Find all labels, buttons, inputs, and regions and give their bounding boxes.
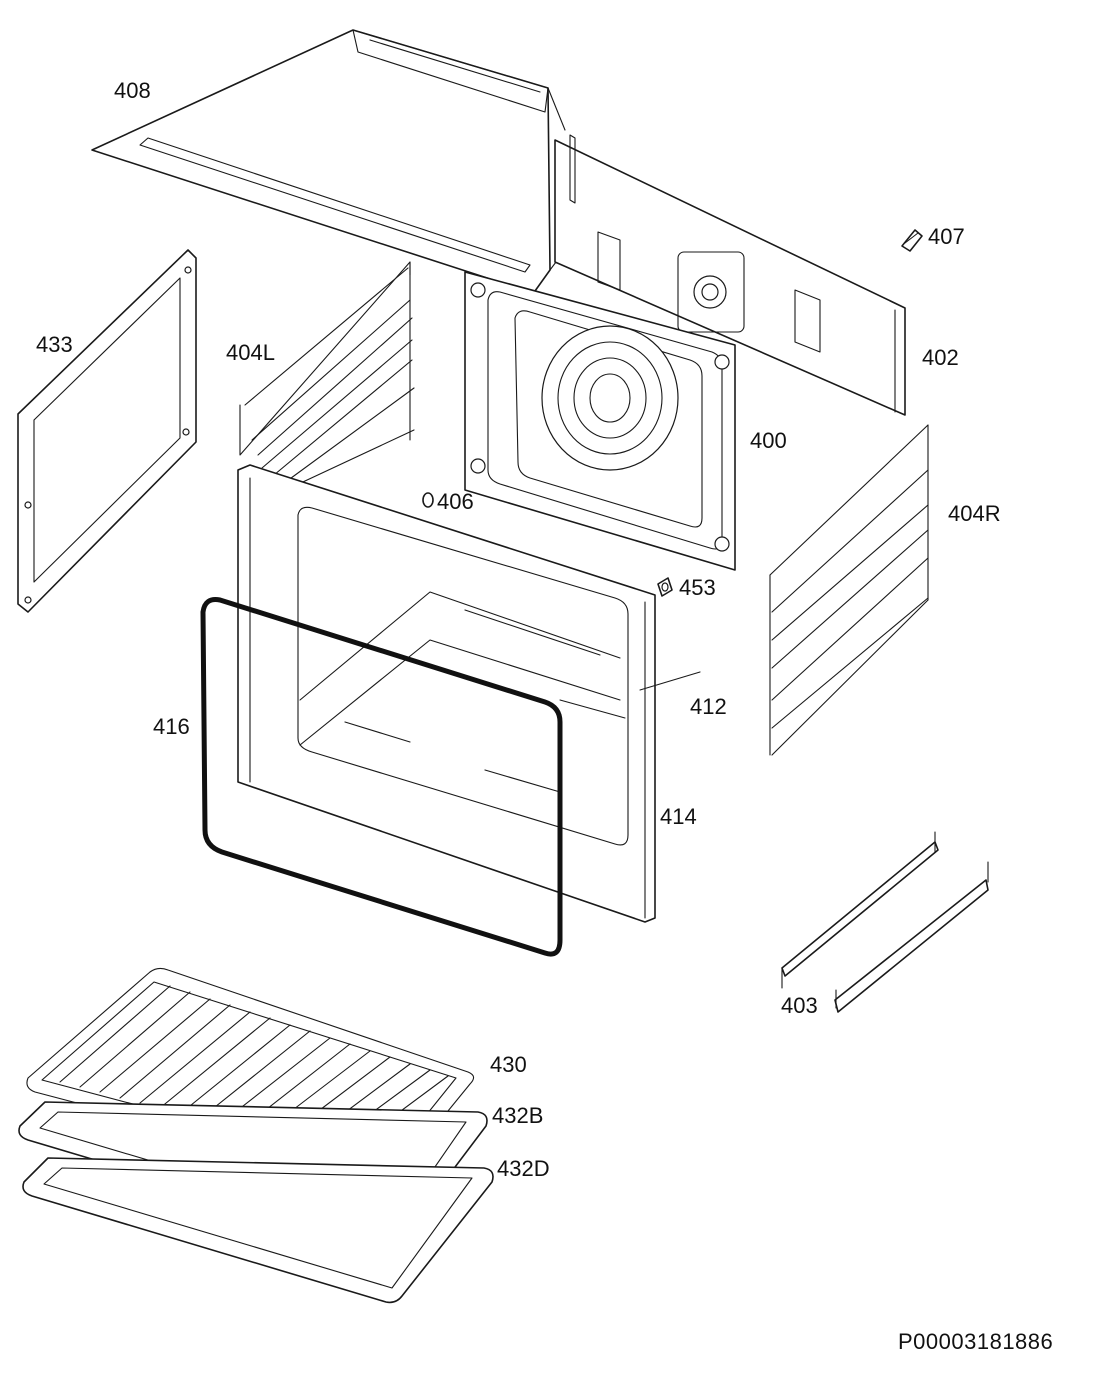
label-408: 408 bbox=[114, 78, 151, 103]
part-403-rails bbox=[781, 831, 989, 1013]
part-404R-right-runner bbox=[769, 424, 929, 756]
label-430: 430 bbox=[490, 1052, 527, 1077]
label-414: 414 bbox=[660, 804, 697, 829]
part-416-door-seal bbox=[200, 597, 563, 957]
part-453-bushing bbox=[657, 577, 673, 597]
label-433: 433 bbox=[36, 332, 73, 357]
part-433-door-glass bbox=[17, 249, 197, 613]
label-400: 400 bbox=[750, 428, 787, 453]
label-407: 407 bbox=[928, 224, 965, 249]
part-414-cavity-frame bbox=[237, 464, 701, 923]
label-403: 403 bbox=[781, 993, 818, 1018]
part-404L-left-runner bbox=[239, 261, 415, 493]
part-406-clip bbox=[422, 492, 434, 508]
label-402: 402 bbox=[922, 345, 959, 370]
label-432D: 432D bbox=[497, 1156, 550, 1181]
label-432B: 432B bbox=[492, 1103, 544, 1128]
label-416: 416 bbox=[153, 714, 190, 739]
part-402-rear-panel bbox=[554, 134, 906, 416]
label-412: 412 bbox=[690, 694, 727, 719]
label-404R: 404R bbox=[948, 501, 1001, 526]
part-400-back-panel bbox=[464, 271, 736, 571]
part-432D-deep-tray bbox=[22, 1157, 494, 1304]
part-407-screw bbox=[901, 229, 923, 252]
label-404L: 404L bbox=[226, 340, 275, 365]
label-453: 453 bbox=[679, 575, 716, 600]
part-408-top-cover bbox=[91, 29, 566, 299]
label-406: 406 bbox=[437, 489, 474, 514]
document-id: P00003181886 bbox=[898, 1329, 1054, 1354]
